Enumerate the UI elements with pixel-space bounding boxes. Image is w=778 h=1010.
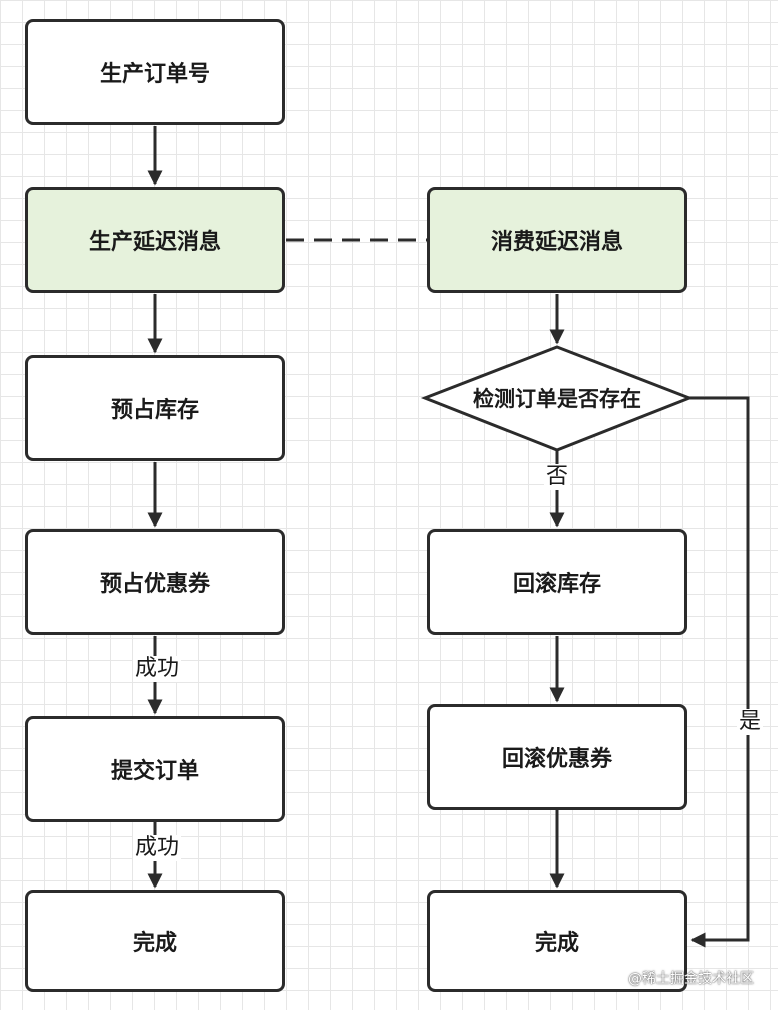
edge-label-yes: 是 bbox=[736, 709, 764, 735]
watermark: @稀土掘金技术社区 bbox=[628, 971, 754, 987]
node-reserve-coupon: 预占优惠券 bbox=[25, 529, 285, 635]
node-label: 回滚库存 bbox=[512, 572, 601, 597]
node-done-left: 完成 bbox=[25, 890, 285, 992]
node-label: 消费延迟消息 bbox=[490, 230, 623, 255]
node-reserve-stock: 预占库存 bbox=[25, 355, 285, 461]
node-label: 生产订单号 bbox=[99, 62, 210, 87]
node-submit-order: 提交订单 bbox=[25, 716, 285, 822]
edge-label-success: 成功 bbox=[132, 835, 182, 861]
decision-label: 检测订单是否存在 bbox=[473, 387, 641, 411]
arrow-yes-path bbox=[689, 396, 750, 948]
node-rollback-coupon: 回滚优惠券 bbox=[427, 704, 687, 810]
node-produce-delay-msg: 生产延迟消息 bbox=[25, 187, 285, 293]
edge-label-no: 否 bbox=[543, 464, 571, 490]
node-label: 完成 bbox=[534, 931, 579, 956]
node-label: 提交订单 bbox=[110, 759, 199, 784]
node-gen-order-no: 生产订单号 bbox=[25, 19, 285, 125]
node-label: 完成 bbox=[132, 931, 177, 956]
node-done-right: 完成 bbox=[427, 890, 687, 992]
node-label: 回滚优惠券 bbox=[501, 747, 612, 772]
edge-label-success: 成功 bbox=[132, 656, 182, 682]
node-rollback-stock: 回滚库存 bbox=[427, 529, 687, 635]
decision-diamond bbox=[420, 345, 694, 452]
node-label: 预占库存 bbox=[110, 398, 199, 423]
node-label: 生产延迟消息 bbox=[88, 230, 221, 255]
node-label: 预占优惠券 bbox=[99, 572, 210, 597]
node-consume-delay-msg: 消费延迟消息 bbox=[427, 187, 687, 293]
